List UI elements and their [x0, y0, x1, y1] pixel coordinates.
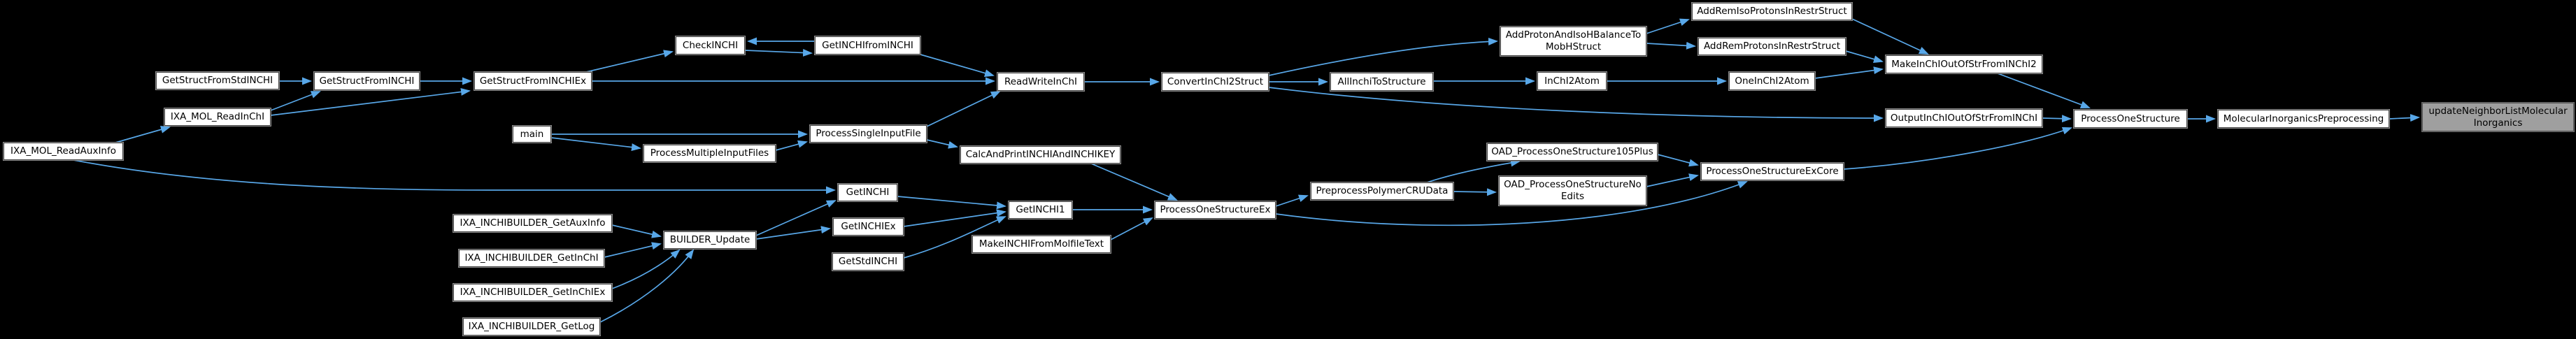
edge-MakeINCHIFromMolfileText-to-ProcessOneStructureEx [1110, 217, 1153, 240]
edge-ConvertInChI2Struct-to-OutputInChIOutOfStrFromINChI [1268, 87, 1884, 122]
node-CalcAndPrintINCHIAndINCHIKEY[interactable]: CalcAndPrintINCHIAndINCHIKEY [960, 146, 1120, 164]
edge-ProcessSingleInputFile-to-CalcAndPrintINCHIAndINCHIKEY [926, 139, 958, 149]
edge-CalcAndPrintINCHIAndINCHIKEY-to-ProcessOneStructureEx [1090, 163, 1178, 201]
edge-IXA_INCHIBUILDER_GetInChIEx-to-BUILDER_Update [611, 249, 681, 289]
node-ReadWriteInChI[interactable]: ReadWriteInChI [997, 73, 1084, 91]
node-ProcessSingleInputFile[interactable]: ProcessSingleInputFile [810, 125, 927, 143]
edge-AddProtonAndIsoHBalanceToMobHStruct-to-AddRemProtonsInRestrStruct [1646, 41, 1696, 50]
node-ProcessMultipleInputFiles[interactable]: ProcessMultipleInputFiles [643, 145, 776, 162]
node-IXA_INCHIBUILDER_GetInChI[interactable]: IXA_INCHIBUILDER_GetInChI [459, 250, 604, 267]
node-IXA_INCHIBUILDER_GetInChIEx[interactable]: IXA_INCHIBUILDER_GetInChIEx [453, 284, 612, 301]
node-GetStdINCHI[interactable]: GetStdINCHI [832, 253, 904, 271]
node-AddRemProtonsInRestrStruct[interactable]: AddRemProtonsInRestrStruct [1698, 38, 1846, 55]
edge-GetINCHIEx-to-GetINCHI1 [903, 209, 1006, 227]
edge-ProcessSingleInputFile-to-ReadWriteInChI [926, 91, 1001, 127]
edge-IXA_MOL_ReadInChI-to-GetStructFromINCHI [270, 91, 321, 111]
node-CheckINCHI[interactable]: CheckINCHI [676, 36, 745, 55]
node-GetStructFromINCHIEx[interactable]: GetStructFromINCHIEx [474, 72, 592, 90]
edge-GetStructFromINCHIEx-to-CheckINCHI [585, 50, 674, 73]
edge-OAD_ProcessOneStructureNoEdits-to-ProcessOneStructureExCore [1646, 173, 1699, 187]
node-GetStructFromINCHI[interactable]: GetStructFromINCHI [314, 72, 420, 90]
edge-IXA_MOL_ReadAuxInfo-to-GetINCHI [73, 159, 836, 194]
node-GetStructFromStdINCHI[interactable]: GetStructFromStdINCHI [156, 72, 279, 89]
edge-IXA_INCHIBUILDER_GetInChI-to-BUILDER_Update [604, 242, 662, 258]
node-IXA_MOL_ReadAuxInfo[interactable]: IXA_MOL_ReadAuxInfo [3, 143, 123, 160]
node-GetINCHIfromINCHI[interactable]: GetINCHIfromINCHI [815, 36, 920, 55]
node-GetINCHI1[interactable]: GetINCHI1 [1009, 201, 1072, 219]
edge-GetINCHI-to-GetINCHI1 [897, 196, 1006, 210]
edge-MakeInChIOutOfStrFromINChI2-to-ProcessOneStructure [1997, 73, 2091, 108]
edge-MolecularInorganicsPreprocessing-to-updateNeighborListMolecularInorganics [2389, 114, 2420, 122]
edge-AddProtonAndIsoHBalanceToMobHStruct-to-AddRemIsoProtonsInRestrStruct [1646, 18, 1690, 34]
node-main[interactable]: main [513, 126, 551, 143]
node-ProcessOneStructureEx[interactable]: ProcessOneStructureEx [1155, 201, 1276, 219]
node-OAD_ProcessOneStructure105Plus[interactable]: OAD_ProcessOneStructure105Plus [1487, 143, 1658, 161]
edge-ProcessOneStructureEx-to-PreprocessPolymerCRUData [1275, 194, 1309, 207]
node-AddProtonAndIsoHBalanceToMobHStruct[interactable]: AddProtonAndIsoHBalanceTo MobHStruct [1500, 27, 1646, 56]
node-PreprocessPolymerCRUData[interactable]: PreprocessPolymerCRUData [1311, 182, 1453, 200]
edge-ProcessMultipleInputFiles-to-ProcessSingleInputFile [775, 140, 808, 151]
edge-CheckINCHI-to-GetINCHIfromINCHI [744, 49, 813, 57]
node-IXA_INCHIBUILDER_GetAuxInfo[interactable]: IXA_INCHIBUILDER_GetAuxInfo [453, 215, 612, 232]
edge-ConvertInChI2Struct-to-AddProtonAndIsoHBalanceToMobHStruct [1268, 37, 1498, 76]
edge-ProcessOneStructureExCore-to-ProcessOneStructure [1843, 127, 2072, 170]
node-IXA_MOL_ReadInChI[interactable]: IXA_MOL_ReadInChI [164, 108, 271, 126]
edge-IXA_INCHIBUILDER_GetLog-to-BUILDER_Update [599, 249, 695, 323]
node-BUILDER_Update[interactable]: BUILDER_Update [664, 231, 756, 249]
edge-IXA_INCHIBUILDER_GetAuxInfo-to-BUILDER_Update [611, 224, 662, 238]
node-MakeInChIOutOfStrFromINChI2[interactable]: MakeInChIOutOfStrFromINChI2 [1886, 55, 2042, 73]
node-ConvertInChI2Struct[interactable]: ConvertInChI2Struct [1162, 73, 1269, 91]
edge-IXA_MOL_ReadAuxInfo-to-IXA_MOL_ReadInChI [115, 126, 171, 143]
edge-AddRemProtonsInRestrStruct-to-MakeInChIOutOfStrFromINChI2 [1845, 50, 1884, 63]
node-MolecularInorganicsPreprocessing[interactable]: MolecularInorganicsPreprocessing [2218, 110, 2389, 128]
node-updateNeighborListMolecularInorganics: updateNeighborListMolecular Inorganics [2422, 103, 2574, 131]
edge-OAD_ProcessOneStructure105Plus-to-ProcessOneStructureExCore [1657, 154, 1699, 167]
edge-BUILDER_Update-to-GetINCHIEx [755, 226, 831, 240]
node-IXA_INCHIBUILDER_GetLog[interactable]: IXA_INCHIBUILDER_GetLog [463, 318, 600, 336]
node-AddRemIsoProtonsInRestrStruct[interactable]: AddRemIsoProtonsInRestrStruct [1692, 3, 1852, 20]
edge-main-to-ProcessMultipleInputFiles [550, 137, 641, 152]
node-ProcessOneStructure[interactable]: ProcessOneStructure [2074, 110, 2187, 128]
edge-GetINCHIfromINCHI-to-ReadWriteInChI [920, 54, 995, 77]
node-GetINCHIEx[interactable]: GetINCHIEx [833, 218, 904, 236]
node-AllInchiToStructure[interactable]: AllInchiToStructure [1330, 73, 1433, 91]
node-OutputInChIOutOfStrFromINChI[interactable]: OutputInChIOutOfStrFromINChI [1886, 109, 2042, 127]
edge-BUILDER_Update-to-GetINCHI [755, 200, 837, 236]
node-ProcessOneStructureExCore[interactable]: ProcessOneStructureExCore [1701, 163, 1844, 180]
edge-OneInChI2Atom-to-MakeInChIOutOfStrFromINChI2 [1814, 66, 1884, 79]
node-GetINCHI[interactable]: GetINCHI [838, 184, 897, 201]
edge-IXA_MOL_ReadInChI-to-GetStructFromINCHIEx [270, 88, 471, 116]
node-OneInChI2Atom[interactable]: OneInChI2Atom [1729, 72, 1815, 90]
node-OAD_ProcessOneStructureNoEdits[interactable]: OAD_ProcessOneStructureNo Edits [1499, 176, 1646, 205]
node-InChI2Atom[interactable]: InChI2Atom [1537, 72, 1607, 90]
edge-AddRemIsoProtonsInRestrStruct-to-MakeInChIOutOfStrFromINChI2 [1851, 18, 1929, 55]
node-MakeINCHIFromMolfileText[interactable]: MakeINCHIFromMolfileText [972, 236, 1111, 253]
edge-OutputInChIOutOfStrFromINChI-to-ProcessOneStructure [2042, 115, 2072, 123]
